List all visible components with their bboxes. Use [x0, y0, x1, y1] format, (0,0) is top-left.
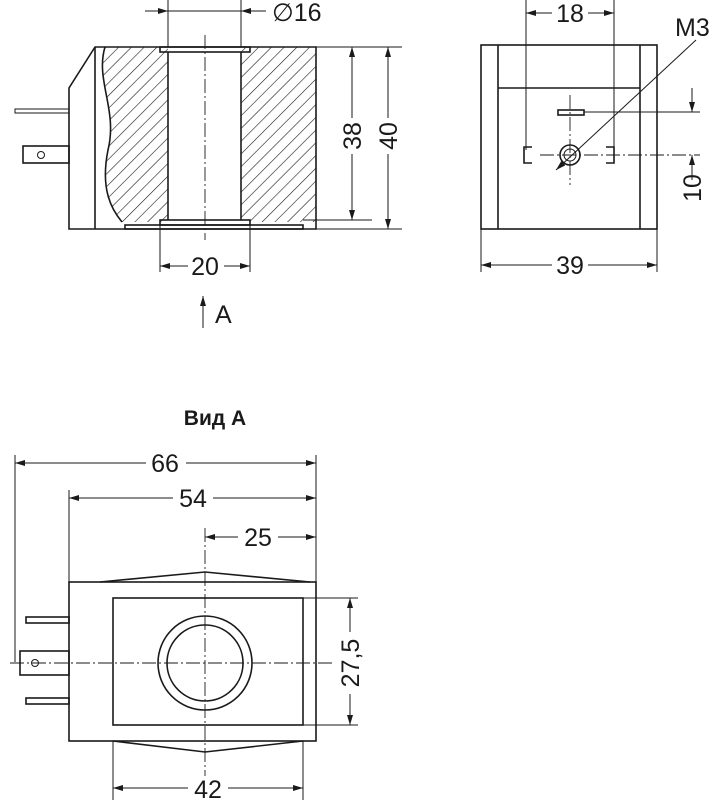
- dim-center-offset: 25: [244, 524, 272, 552]
- pin: [14, 108, 70, 114]
- dim-overall-length: 66: [151, 450, 179, 478]
- view-a: Вид А 66 54 25 27,5: [10, 407, 365, 800]
- dim-height-total: 40: [375, 122, 403, 150]
- dim-body-height: 27,5: [337, 639, 365, 688]
- side-view: 18 M3 10 39: [480, 0, 710, 280]
- dim-body-length: 54: [179, 485, 207, 513]
- dim-flange-width: 20: [191, 253, 219, 281]
- view-arrow-label: A: [215, 301, 232, 329]
- hatch-right: [241, 47, 316, 222]
- dim-side-width: 39: [556, 252, 584, 280]
- dim-height-inner: 38: [339, 122, 367, 150]
- dim-bore-diameter: ∅16: [272, 0, 322, 27]
- dim-thread: M3: [675, 14, 710, 42]
- view-a-title: Вид А: [184, 407, 246, 430]
- dim-base-width: 42: [194, 776, 222, 800]
- section-view: ∅16 38 40 20 A: [14, 0, 403, 329]
- dim-top-width: 18: [556, 0, 584, 28]
- dim-offset: 10: [679, 174, 707, 202]
- terminal-tab: [22, 145, 70, 164]
- hatch-left: [102, 47, 168, 222]
